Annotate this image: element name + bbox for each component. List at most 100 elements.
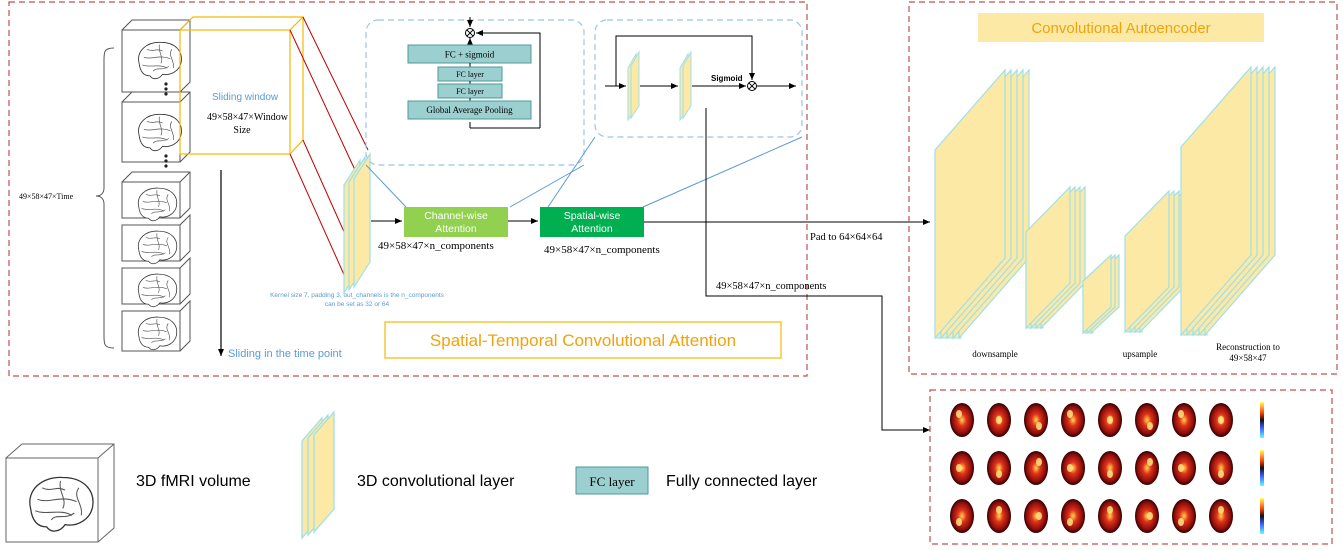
fc-sigmoid-label: FC + sigmoid (445, 50, 495, 60)
time-brace (95, 47, 115, 349)
brain-map (1172, 403, 1196, 437)
gap-block (407, 100, 532, 120)
activation-spot (1067, 464, 1073, 472)
colorbar (1260, 450, 1264, 486)
brain-map (950, 403, 974, 437)
legend-fc-box-label: FC layer (589, 474, 635, 489)
ellipsis-dots (164, 82, 168, 168)
colorbar (1260, 498, 1264, 534)
activation-spot (1218, 506, 1224, 514)
brain-map (1209, 499, 1233, 533)
brain-map (950, 499, 974, 533)
colorbar (1260, 402, 1264, 438)
conv-layer-stack (343, 151, 371, 296)
brain-map (1024, 403, 1048, 437)
brain-map (1135, 403, 1159, 437)
activation-spot (956, 410, 962, 418)
sliding-window-label: Sliding window (212, 92, 279, 103)
gap-label: Global Average Pooling (426, 105, 513, 115)
attention-title-box (384, 321, 782, 359)
autoencoder-title: Convolutional Autoencoder (1031, 20, 1210, 37)
upsample-label: upsample (1123, 349, 1158, 359)
brain-map (1061, 403, 1085, 437)
activation-spot (956, 518, 962, 526)
autoencoder-title-box (978, 13, 1264, 42)
spatial-attention-line2: Attention (571, 223, 613, 235)
autoencoder-panel-border (908, 1, 1338, 375)
activation-spot (1067, 410, 1073, 418)
spatial-conv-layer (627, 50, 640, 122)
activation-spot (1067, 518, 1073, 526)
activation-spot (1107, 416, 1113, 424)
activation-spot (1178, 410, 1184, 418)
fmri-volume-stack (121, 19, 191, 352)
fmri-volume (121, 91, 191, 163)
activation-spot (1107, 506, 1113, 514)
fmri-volume (121, 299, 191, 352)
spatial-dims-label: 49×58×47×n_components (544, 244, 660, 256)
channel-attention-line2: Attention (435, 223, 477, 235)
spatial-detail-box (594, 19, 803, 138)
downsample-label: downsample (972, 349, 1018, 359)
spatial-detail-connector (547, 136, 596, 208)
channel-detail-connector (509, 164, 585, 208)
activation-spot (996, 506, 1002, 514)
activation-spot (996, 416, 1002, 424)
fc-layer-label: FC layer (456, 87, 484, 96)
activation-spot (1107, 470, 1113, 478)
legend-fmri-icon (5, 443, 115, 543)
attention-panel-border (8, 1, 808, 377)
brain-map (987, 499, 1011, 533)
activation-spot (956, 464, 962, 472)
brain-map (1209, 451, 1233, 485)
brain-map (1135, 451, 1159, 485)
sigmoid-label: Sigmoid (711, 74, 743, 83)
kernel-note-line1: Kernel size 7, padding 3, out_channels i… (270, 292, 445, 299)
channel-dims-label: 49×58×47×n_components (378, 240, 494, 252)
branch-dims-label: 49×58×47×n_components (716, 281, 827, 292)
reconstruction-line2: 49×58×47 (1229, 353, 1267, 363)
to-maps-arrow (705, 108, 930, 433)
channel-attention-block (404, 207, 508, 237)
brain-map (1061, 499, 1085, 533)
brain-map (987, 451, 1011, 485)
legend-conv-icon (301, 410, 335, 540)
fc-layer-label: FC layer (456, 70, 484, 79)
autoencoder-layer (934, 68, 1006, 340)
legend-conv-label: 3D convolutional layer (357, 473, 515, 490)
autoencoder-layer (1082, 253, 1112, 335)
autoencoder-layer (1124, 189, 1170, 334)
activation-spot (1178, 518, 1184, 526)
brain-map (1024, 451, 1048, 485)
activation-spot (1218, 470, 1224, 478)
pad-label: Pad to 64×64×64 (810, 232, 883, 243)
activation-spot (1178, 464, 1184, 472)
activation-spot (1147, 512, 1153, 520)
activation-spot (1147, 422, 1153, 430)
brain-map (1098, 499, 1122, 533)
component-maps-panel (929, 389, 1333, 545)
fmri-volume (121, 256, 191, 308)
activation-spot (1036, 512, 1042, 520)
channel-detail-connector (365, 164, 407, 208)
attention-title: Spatial-Temporal Convolutional Attention (430, 331, 736, 350)
activation-spot (1036, 422, 1042, 430)
brain-map (1098, 451, 1122, 485)
spatial-attention-line1: Spatial-wise (564, 210, 621, 222)
fmri-volume (121, 171, 191, 222)
legend-fc-label: Fully connected layer (666, 473, 818, 490)
autoencoder-layer (1180, 65, 1252, 337)
activation-spot (996, 470, 1002, 478)
activation-spot (1218, 416, 1224, 424)
sliding-time-label: Sliding in the time point (228, 348, 342, 360)
spatial-detail-connector (642, 136, 803, 208)
activation-spot (1036, 458, 1042, 466)
kernel-note-line2: can be set as 32 or 64 (325, 301, 390, 308)
total-dims-label: 49×58×47×Time (19, 192, 74, 201)
component-maps (950, 402, 1264, 534)
window-dims-line1: 49×58×47×Window (207, 112, 289, 123)
reconstruction-line1: Reconstruction to (1216, 342, 1280, 352)
autoencoder-layers (934, 65, 1276, 340)
legend-fmri-label: 3D fMRI volume (136, 473, 251, 490)
